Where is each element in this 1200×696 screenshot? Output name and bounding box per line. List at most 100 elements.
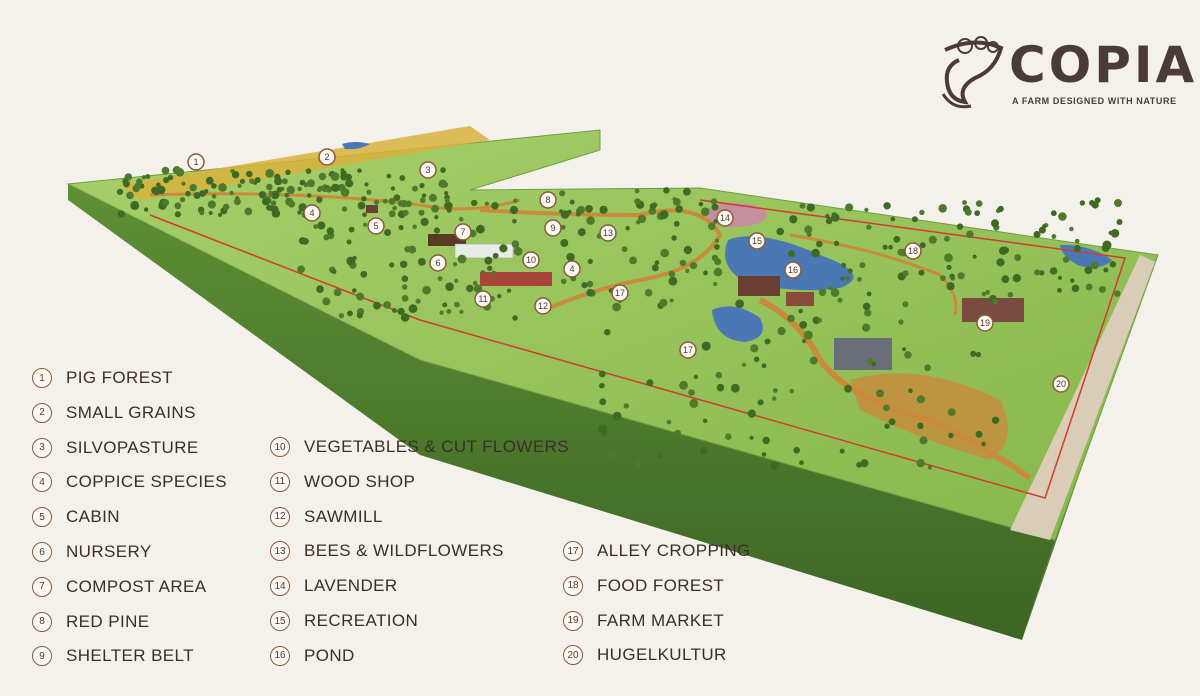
- map-marker[interactable]: 19: [976, 314, 994, 332]
- map-marker[interactable]: 1: [187, 153, 205, 171]
- legend-label: SILVOPASTURE: [66, 437, 199, 457]
- tree-icon: [234, 198, 241, 206]
- map-marker-circle: [904, 242, 922, 260]
- tree-icon: [975, 200, 983, 207]
- map-marker-number: 19: [980, 318, 990, 328]
- tree-icon: [1062, 256, 1070, 263]
- tree-icon: [130, 200, 140, 210]
- tree-icon: [318, 172, 327, 181]
- legend-number-badge: 17: [563, 541, 583, 561]
- tree-icon: [830, 288, 840, 297]
- tree-icon: [509, 205, 518, 215]
- tree-icon: [181, 181, 186, 186]
- tree-icon: [770, 461, 780, 471]
- legend-number-badge: 13: [270, 541, 290, 562]
- legend-label: SHELTER BELT: [66, 646, 194, 666]
- tree-icon: [787, 314, 795, 323]
- legend-label: FARM MARKET: [597, 610, 725, 630]
- tree-icon: [798, 308, 803, 314]
- tree-icon: [340, 168, 345, 173]
- tree-icon: [789, 215, 798, 224]
- tree-icon: [442, 302, 448, 308]
- tree-icon: [492, 252, 499, 259]
- tree-icon: [472, 280, 478, 286]
- tree-icon: [1090, 261, 1099, 270]
- tree-icon: [208, 211, 213, 215]
- tree-icon: [382, 198, 388, 204]
- map-marker[interactable]: 7: [454, 223, 472, 241]
- tree-icon: [397, 307, 405, 315]
- tree-icon: [388, 197, 396, 205]
- map-marker-circle: [429, 254, 447, 272]
- map-marker[interactable]: 6: [429, 254, 447, 272]
- tree-icon: [636, 220, 641, 225]
- map-marker[interactable]: 2: [318, 148, 336, 166]
- tree-icon: [693, 374, 699, 380]
- map-marker[interactable]: 17: [611, 284, 629, 302]
- tree-icon: [360, 270, 368, 278]
- tree-icon: [644, 288, 653, 297]
- map-marker[interactable]: 17: [679, 341, 697, 359]
- map-marker[interactable]: 9: [544, 219, 562, 237]
- tree-icon: [817, 317, 822, 323]
- map-marker-number: 14: [720, 213, 730, 223]
- terrain-side-front: [68, 184, 1055, 640]
- map-marker-circle: [611, 284, 629, 302]
- tree-icon: [962, 200, 967, 205]
- map-marker[interactable]: 11: [474, 290, 492, 308]
- map-marker[interactable]: 3: [419, 161, 437, 179]
- map-marker[interactable]: 5: [367, 217, 385, 235]
- tree-icon: [876, 389, 884, 398]
- farm-land-surface: [66, 129, 1159, 541]
- legend-number-badge: 9: [32, 646, 52, 667]
- tree-icon: [757, 399, 764, 406]
- tree-icon: [1033, 230, 1041, 239]
- tree-icon: [669, 277, 674, 283]
- map-marker-number: 3: [425, 165, 430, 175]
- tree-icon: [466, 284, 474, 293]
- map-marker[interactable]: 4: [303, 204, 321, 222]
- map-marker[interactable]: 20: [1052, 375, 1070, 393]
- pond-top: [342, 142, 370, 150]
- tree-icon: [864, 309, 872, 317]
- tree-icon: [634, 459, 643, 468]
- legend-number-badge: 1: [32, 368, 52, 388]
- tree-icon: [331, 269, 337, 275]
- legend-item: 9 SHELTER BELT: [32, 643, 194, 669]
- map-marker[interactable]: 15: [748, 232, 766, 250]
- tree-icon: [741, 362, 747, 367]
- map-marker[interactable]: 14: [716, 209, 734, 227]
- map-marker[interactable]: 10: [522, 251, 540, 269]
- tree-icon: [839, 448, 845, 454]
- tree-icon: [902, 347, 907, 352]
- tree-icon: [604, 329, 611, 336]
- tree-icon: [700, 207, 710, 216]
- tree-icon: [266, 183, 273, 191]
- tree-icon: [211, 194, 217, 199]
- tree-icon: [893, 235, 901, 243]
- tree-icon: [269, 205, 277, 212]
- map-marker[interactable]: 8: [539, 191, 557, 209]
- map-marker[interactable]: 13: [599, 224, 617, 242]
- map-marker-circle: [976, 314, 994, 332]
- tree-icon: [124, 173, 133, 181]
- map-marker[interactable]: 18: [904, 242, 922, 260]
- tree-icon: [560, 225, 566, 230]
- map-marker[interactable]: 12: [534, 297, 552, 315]
- map-marker[interactable]: 4: [563, 260, 581, 278]
- tree-icon: [629, 256, 637, 265]
- tree-icon: [811, 248, 820, 258]
- tree-icon: [400, 313, 410, 322]
- tree-icon: [707, 222, 716, 230]
- tree-icon: [992, 299, 998, 305]
- map-marker[interactable]: 16: [784, 261, 802, 279]
- tree-icon: [888, 418, 896, 426]
- tree-icon: [218, 183, 227, 192]
- tree-icon: [716, 383, 725, 392]
